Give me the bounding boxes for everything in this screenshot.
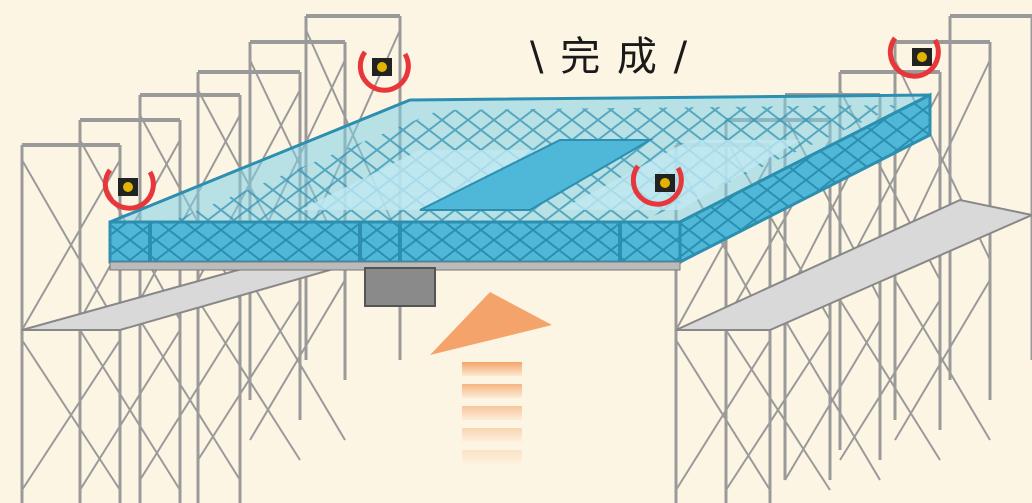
- lift-up-arrow-icon: [430, 292, 552, 464]
- completion-title: \ 完 成 /: [530, 34, 690, 80]
- chain-hoist-icon: [118, 48, 932, 196]
- truss-roof: [108, 92, 932, 271]
- rotate-arrow-icon: [102, 36, 941, 211]
- right-plank: [675, 198, 1032, 331]
- center-support-box: [364, 267, 436, 307]
